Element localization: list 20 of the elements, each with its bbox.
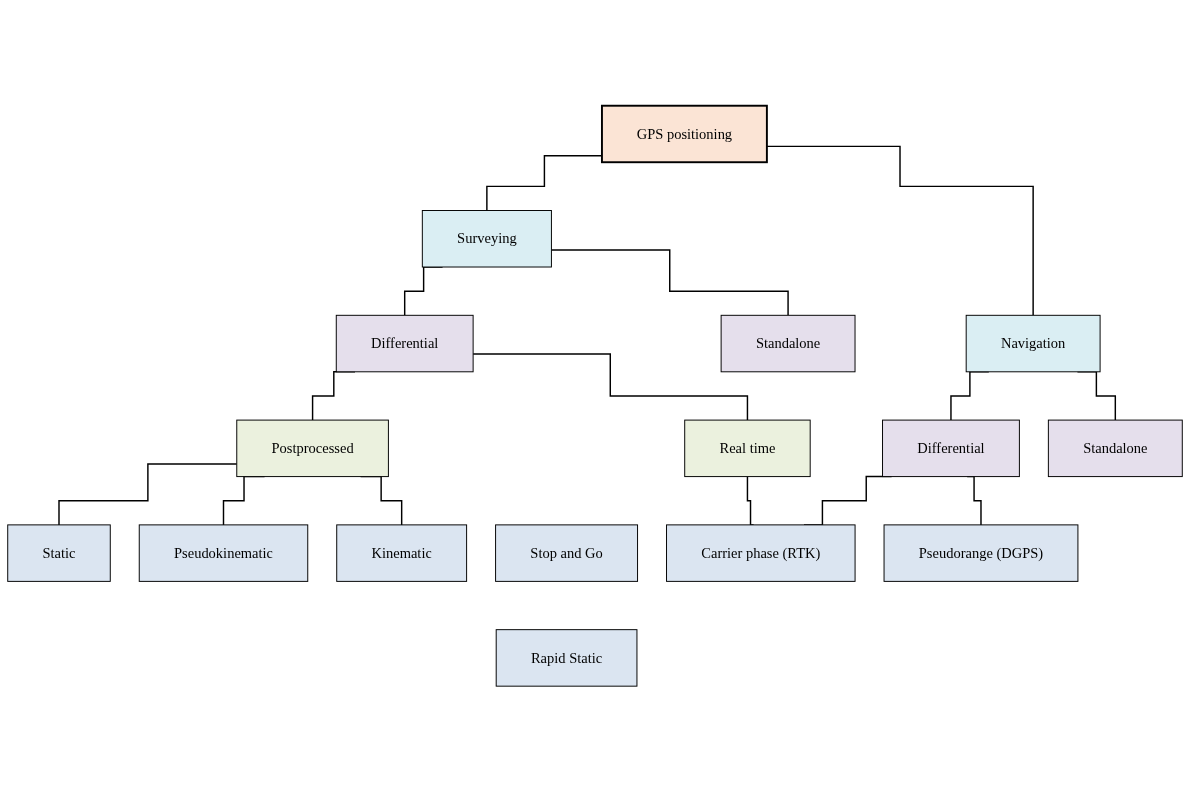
connector: [766, 145, 1034, 316]
node-box: Differential: [882, 419, 1020, 477]
node-box: Differential: [335, 314, 474, 372]
connector: [58, 462, 238, 526]
node-box: Real time: [684, 419, 811, 477]
connector: [550, 248, 789, 316]
node-box: Standalone: [720, 314, 856, 372]
node-box: Static: [7, 523, 111, 582]
node-box: Standalone: [1047, 419, 1183, 477]
node-box: Navigation: [965, 314, 1101, 372]
connector: [472, 352, 749, 421]
node-box: Surveying: [421, 209, 552, 268]
node-box: Kinematic: [336, 523, 468, 582]
node-box: Carrier phase (RTK): [666, 523, 856, 582]
node-box: Stop and Go: [495, 523, 639, 582]
node-box: Pseudorange (DGPS): [883, 523, 1079, 582]
node-box: Pseudokinematic: [138, 523, 309, 582]
node-box: Rapid Static: [495, 628, 638, 687]
node-box: GPS positioning: [601, 104, 768, 163]
node-box: Postprocessed: [236, 419, 389, 477]
